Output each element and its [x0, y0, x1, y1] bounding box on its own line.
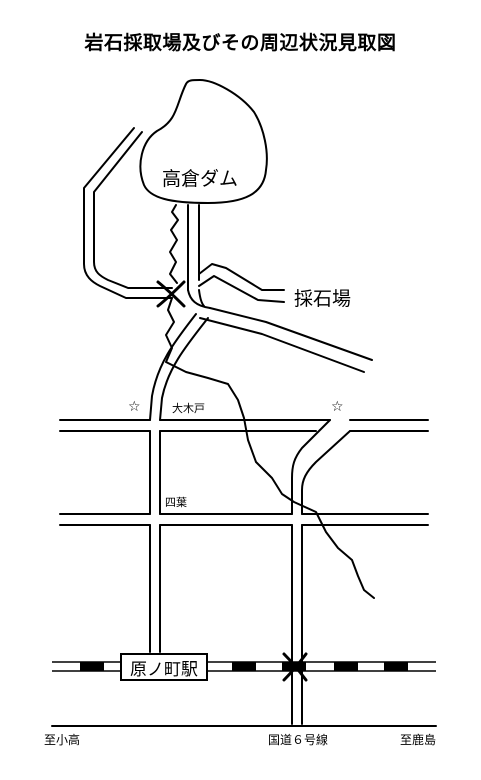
x-mark-icon — [282, 652, 308, 682]
road-diagonal-right-inner — [301, 430, 351, 515]
road-upper-left-inner — [93, 131, 173, 289]
road-okido-outer — [149, 313, 197, 421]
road-southeast-upper — [209, 307, 373, 361]
road-quarry-upper — [198, 263, 285, 291]
dam-reservoir — [139, 79, 268, 204]
station-label: 原ノ町駅 — [130, 659, 198, 680]
road-okido-inner — [159, 317, 209, 421]
quarry-stream — [165, 297, 375, 599]
to-right-label: 至鹿島 — [400, 733, 437, 747]
route-label: 国道６号線 — [267, 733, 328, 747]
star-icon: ☆ — [331, 399, 344, 415]
page-title: 岩石採取場及びその周辺状況見取図 — [84, 32, 397, 54]
star-icon: ☆ — [128, 399, 141, 415]
x-mark-icon — [156, 280, 186, 308]
okido-label: 大木戸 — [172, 402, 205, 415]
junction-connector — [187, 289, 211, 309]
road-quarry-lower — [198, 275, 285, 303]
road-southeast-lower — [199, 317, 365, 373]
road-upper-left — [83, 127, 173, 299]
station-box: 原ノ町駅 — [120, 653, 208, 681]
railway-line — [52, 661, 436, 672]
quarry-label: 採石場 — [294, 288, 352, 310]
to-left-label: 至小高 — [44, 733, 81, 747]
road-diagonal-right-outer — [291, 419, 331, 515]
dam-label: 高倉ダム — [162, 168, 239, 190]
yotsuba-label: 四葉 — [165, 496, 187, 509]
dam-river — [169, 204, 179, 284]
